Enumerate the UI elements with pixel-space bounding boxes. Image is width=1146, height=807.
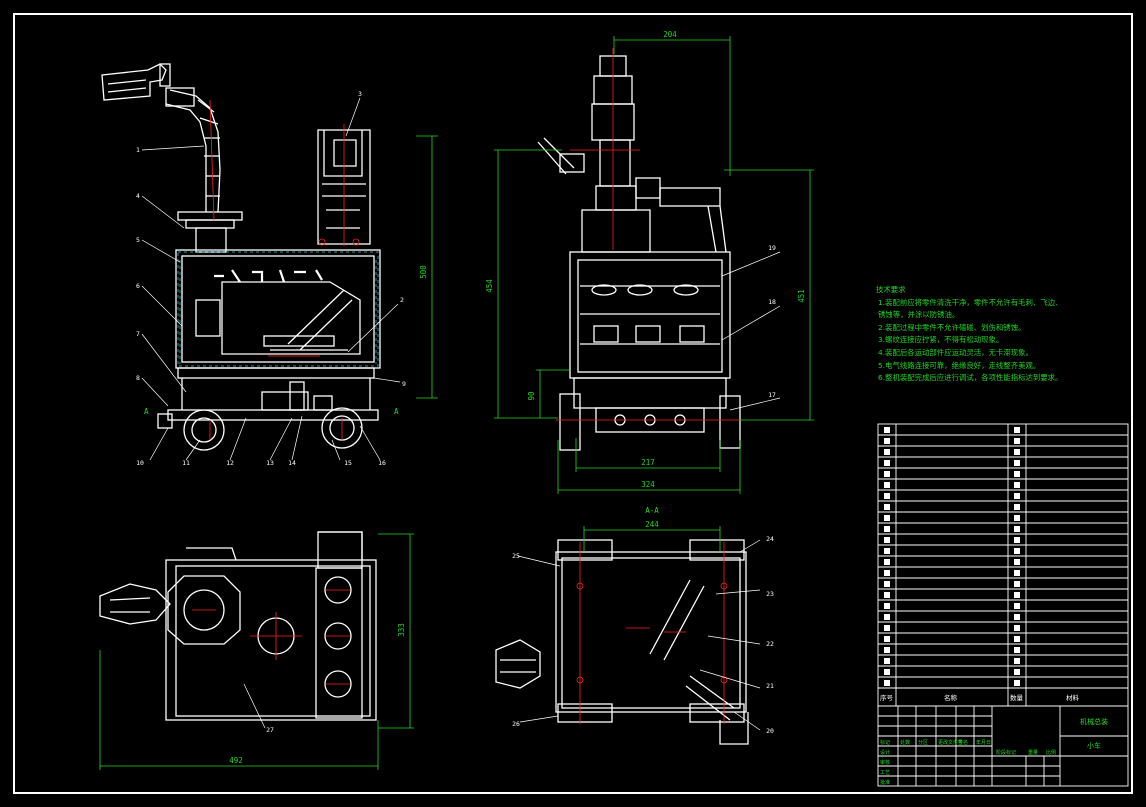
side-view-centerlines [556,48,740,421]
part-number: 17 [768,391,776,399]
part-number: 19 [768,244,776,252]
dimension-labels: 500 492 204 454 451 90 217 324 333 244 A… [144,30,806,765]
note-line: 3.螺纹连接应拧紧，不得有松动现象。 [878,335,1004,345]
header-material: 材料 [1066,693,1080,702]
part-number: 13 [266,459,274,467]
part-number: 9 [402,380,406,388]
part-number: 12 [226,459,234,467]
drawing-subtitle: 小车 [1087,741,1101,750]
part-number: 18 [768,298,776,306]
note-line: 2.装配过程中零件不允许磕碰、划伤和锈蚀。 [878,322,1026,332]
note-line: 4.装配后各运动部件应运动灵活，无卡滞现象。 [878,347,1033,357]
leader-lines [141,97,781,731]
row-label: 分区 [918,739,928,746]
title-block-text: 序号 名称 数量 材料 机械总装 小车 标记 处数 分区 更改文件号 签名 年月… [880,693,1108,786]
row-label: 签名 [958,739,968,746]
side-view [537,55,741,451]
part-number: 26 [512,720,520,728]
stage-label: 重量 [1028,749,1038,756]
note-line: 5.电气线路连接可靠，绝缘良好，走线整齐美观。 [878,360,1041,370]
front-view-centerlines [209,99,360,440]
part-number: 7 [136,330,140,338]
plan-view-centerlines [192,589,350,685]
row-label: 更改文件号 [938,739,963,746]
section-label: A-A [645,506,659,515]
technical-notes: 技术要求 1.装配前应将零件清洗干净，零件不允许有毛刺、飞边、 锈蚀等，并涂以防… [876,284,1126,385]
dim-side-wheel-track: 217 [641,458,655,467]
parts-list-cells [884,427,1020,686]
dimension-lines [99,36,814,770]
part-number: 5 [136,236,140,244]
design-label: 设计 [880,749,890,756]
part-number: 16 [378,459,386,467]
part-number: 2 [400,296,404,304]
section-view [495,539,749,745]
part-number-labels: 1 2 3 4 5 6 7 8 9 10 11 12 13 14 15 16 1… [136,90,776,735]
part-number: 1 [136,146,140,154]
part-number: 23 [766,590,774,598]
parts-list [877,423,1129,787]
front-view-hatch [177,251,379,367]
notes-title: 技术要求 [876,285,906,294]
row-label: 年月日 [976,739,991,746]
part-number: 25 [512,552,520,560]
front-view [101,63,381,451]
dim-side-height-left: 454 [485,279,494,293]
drawing-name: 机械总装 [1080,717,1108,726]
design-label: 审核 [880,759,890,766]
part-number: 11 [182,459,190,467]
dim-side-low: 90 [527,391,536,401]
part-number: 24 [766,535,774,543]
stage-label: 比例 [1046,749,1056,756]
note-line: 1.装配前应将零件清洗干净，零件不允许有毛刺、飞边、 [878,297,1063,307]
header-index: 序号 [880,693,894,702]
dim-side-overall: 324 [641,480,655,489]
part-number: 14 [288,459,296,467]
section-view-centerlines [576,542,728,724]
part-number: 27 [266,726,274,734]
dim-section-top: 244 [645,520,659,529]
note-line: 6.整机装配完成后应进行调试，各项性能指标达到要求。 [878,373,1063,383]
part-number: 8 [136,374,140,382]
row-label: 标记 [880,739,890,746]
part-number: 4 [136,192,140,200]
part-number: 22 [766,640,774,648]
header-name: 名称 [944,693,958,702]
part-number: 3 [358,90,362,98]
design-label: 工艺 [880,770,890,776]
dim-side-top: 204 [663,30,677,39]
dim-plan-height: 333 [397,623,406,637]
part-number: 20 [766,727,774,735]
dim-front-height: 500 [419,265,428,279]
design-label: 批准 [880,779,890,786]
dim-front-width: 492 [229,756,243,765]
drawing-border [13,13,1133,794]
section-mark-left: A [144,407,149,416]
plan-view [99,531,377,721]
header-qty: 数量 [1010,693,1024,702]
stage-label: 阶段标记 [996,749,1016,756]
part-number: 10 [136,459,144,467]
dim-side-height-right: 451 [797,289,806,303]
section-mark-right: A [394,407,399,416]
row-label: 处数 [900,739,910,746]
part-number: 6 [136,282,140,290]
part-number: 15 [344,459,352,467]
part-number: 21 [766,682,774,690]
note-line: 锈蚀等，并涂以防锈油。 [878,310,960,320]
